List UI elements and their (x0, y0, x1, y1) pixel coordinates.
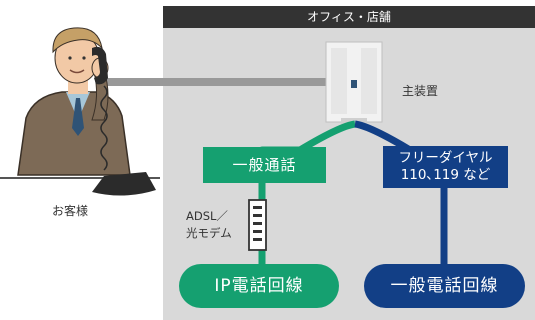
phone-receiver-icon (92, 46, 108, 85)
phone-cord (100, 85, 108, 171)
modem-icon (248, 199, 267, 251)
customer-hair (52, 27, 103, 54)
general-line-pill: 一般電話回線 (364, 264, 525, 308)
customer-label: お客様 (52, 204, 89, 218)
green-route-line (258, 120, 356, 270)
main-unit-icon (325, 41, 383, 124)
freedial-line1: フリーダイヤル (398, 150, 493, 166)
adsl-label: ADSL／ 光モデム (186, 208, 246, 242)
customer-illustration (0, 27, 160, 196)
main-unit-label: 主装置 (402, 84, 439, 98)
normal-call-box: 一般通話 (203, 147, 326, 183)
freedial-box: フリーダイヤル 110､119 など (383, 146, 508, 188)
office-header: オフィス・店舗 (163, 6, 535, 28)
adsl-line1: ADSL／ (186, 209, 228, 223)
phone-base-icon (92, 172, 156, 196)
ip-line-pill: IP電話回線 (179, 264, 339, 308)
adsl-line2: 光モデム (186, 226, 232, 240)
freedial-line2: 110､119 など (400, 167, 491, 183)
customer-tie (72, 98, 84, 136)
